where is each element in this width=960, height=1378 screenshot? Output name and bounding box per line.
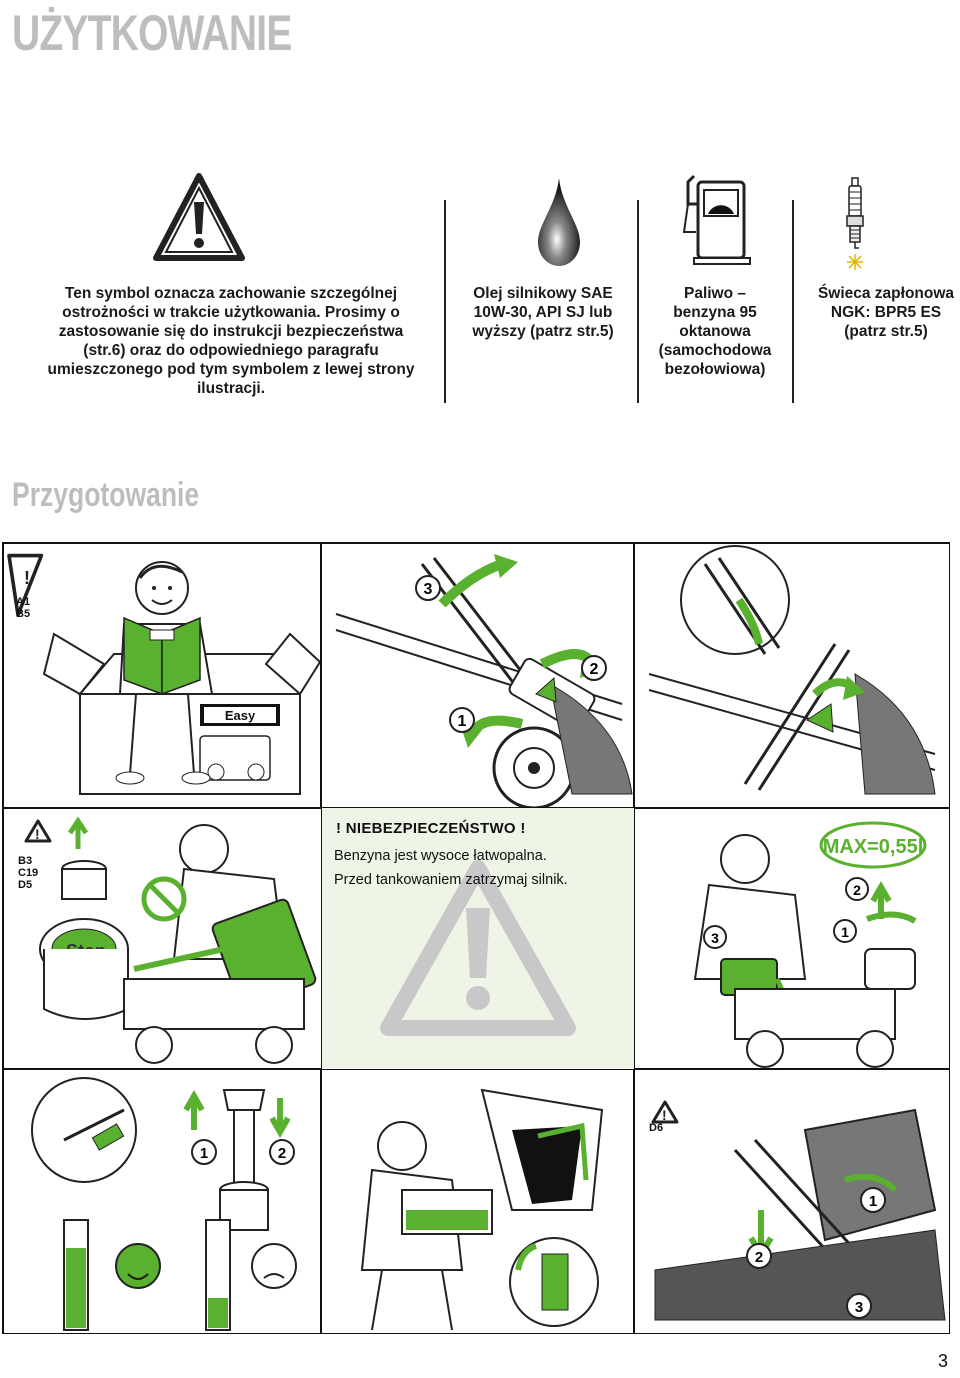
max-fill-label: MAX=0,55l [823, 836, 924, 858]
section-title: Przygotowanie [12, 476, 200, 514]
warning-text-line: zastosowanie się do instrukcji bezpiecze… [58, 323, 404, 340]
warning-text-line: (str.6) oraz do odpowiedniego paragrafu [83, 342, 379, 359]
panel-oil-filling: ! Stop B3 C19 D5 [3, 808, 322, 1069]
divider [792, 200, 794, 403]
warning-triangle-icon [152, 172, 246, 264]
warning-text-line: Ten symbol oznacza zachowanie szczególne… [64, 285, 398, 302]
warning-text-line: ostrożności w trakcie użytkowania. Prosi… [62, 304, 400, 321]
plug-text-line: Świeca zapłonowa [817, 285, 955, 302]
step-number: 3 [855, 1299, 863, 1316]
spark-plug-icon [838, 176, 872, 272]
oil-text-line: wyższy (patrz str.5) [472, 323, 614, 340]
panel-attach-catcher: ! 2 1 3 D6 [634, 1069, 950, 1334]
oil-symbol-text: Olej silnikowy SAE 10W-30, API SJ lub wy… [450, 284, 636, 341]
step-number: 1 [458, 713, 467, 730]
warning-line: Przed tankowaniem zatrzymaj silnik. [334, 872, 568, 888]
reference-code: D6 [649, 1122, 664, 1134]
step-number: 2 [853, 882, 861, 898]
panel-lever-lock [634, 543, 950, 808]
divider [637, 200, 639, 403]
warning-line: Benzyna jest wysoce łatwopalna. [334, 848, 547, 864]
step-number: 1 [200, 1145, 208, 1162]
panel-read-manual: ! Easy A1 B5 [3, 543, 321, 808]
warning-text-line: umieszczonego pod tym symbolem z lewej s… [47, 361, 415, 378]
reference-codes: A1 B5 [16, 596, 30, 620]
reference-codes: D6 [649, 1122, 663, 1134]
oil-text-line: Olej silnikowy SAE [473, 285, 613, 302]
fuel-text-line: (samochodowa [658, 342, 772, 359]
reference-code: C19 [18, 867, 39, 879]
plug-text-line: NGK: BPR5 ES [830, 304, 942, 321]
warning-text-line: ilustracji. [196, 380, 266, 397]
step-number: 2 [278, 1145, 286, 1162]
page-title: UŻYTKOWANIE [12, 5, 292, 61]
plug-text-line: (patrz str.5) [844, 323, 928, 340]
panel-grass-catcher [321, 1069, 634, 1334]
fuel-text-line: benzyna 95 [673, 304, 757, 321]
step-number: 2 [590, 661, 599, 678]
step-number: 3 [424, 581, 433, 598]
reference-code: B3 [18, 855, 33, 867]
oil-text-line: 10W-30, API SJ lub [473, 304, 613, 321]
reference-code: A1 [16, 596, 31, 608]
warning-symbol-text: Ten symbol oznacza zachowanie szczególne… [30, 284, 432, 398]
svg-text:!: ! [35, 826, 40, 842]
reference-code: B5 [16, 608, 31, 620]
divider [444, 200, 446, 403]
fuel-text-line: Paliwo – [683, 285, 747, 302]
step-number: 1 [841, 924, 849, 940]
fuel-text-line: oktanowa [679, 323, 751, 340]
panel-handle-unfold: 3 2 1 [321, 543, 634, 808]
reference-code: D5 [18, 879, 33, 891]
reference-codes: B3 C19 D5 [18, 855, 38, 891]
warning-title: ! NIEBEZPIECZEŃSTWO ! [336, 820, 526, 837]
step-number: 1 [869, 1193, 877, 1210]
warning-triangle-icon [380, 860, 576, 1036]
spark-plug-symbol-text: Świeca zapłonowa NGK: BPR5 ES (patrz str… [800, 284, 960, 341]
panel-fuel-filling: MAX=0,55l 2 1 3 [634, 808, 950, 1069]
fuel-pump-icon [676, 174, 756, 268]
svg-text:!: ! [24, 568, 30, 588]
oil-drop-icon [536, 176, 582, 268]
fuel-text-line: bezołowiowa) [664, 361, 766, 378]
page-number: 3 [937, 1351, 948, 1371]
panel-oil-check: 1 2 [3, 1069, 321, 1334]
step-number: 3 [711, 930, 719, 946]
fuel-symbol-text: Paliwo – benzyna 95 oktanowa (samochodow… [640, 284, 790, 379]
step-number: 2 [755, 1249, 763, 1266]
brand-logo-text: Easy [225, 708, 256, 723]
danger-warning-box: ! NIEBEZPIECZEŃSTWO ! Benzyna jest wysoc… [322, 808, 634, 1068]
svg-text:!: ! [662, 1107, 667, 1123]
